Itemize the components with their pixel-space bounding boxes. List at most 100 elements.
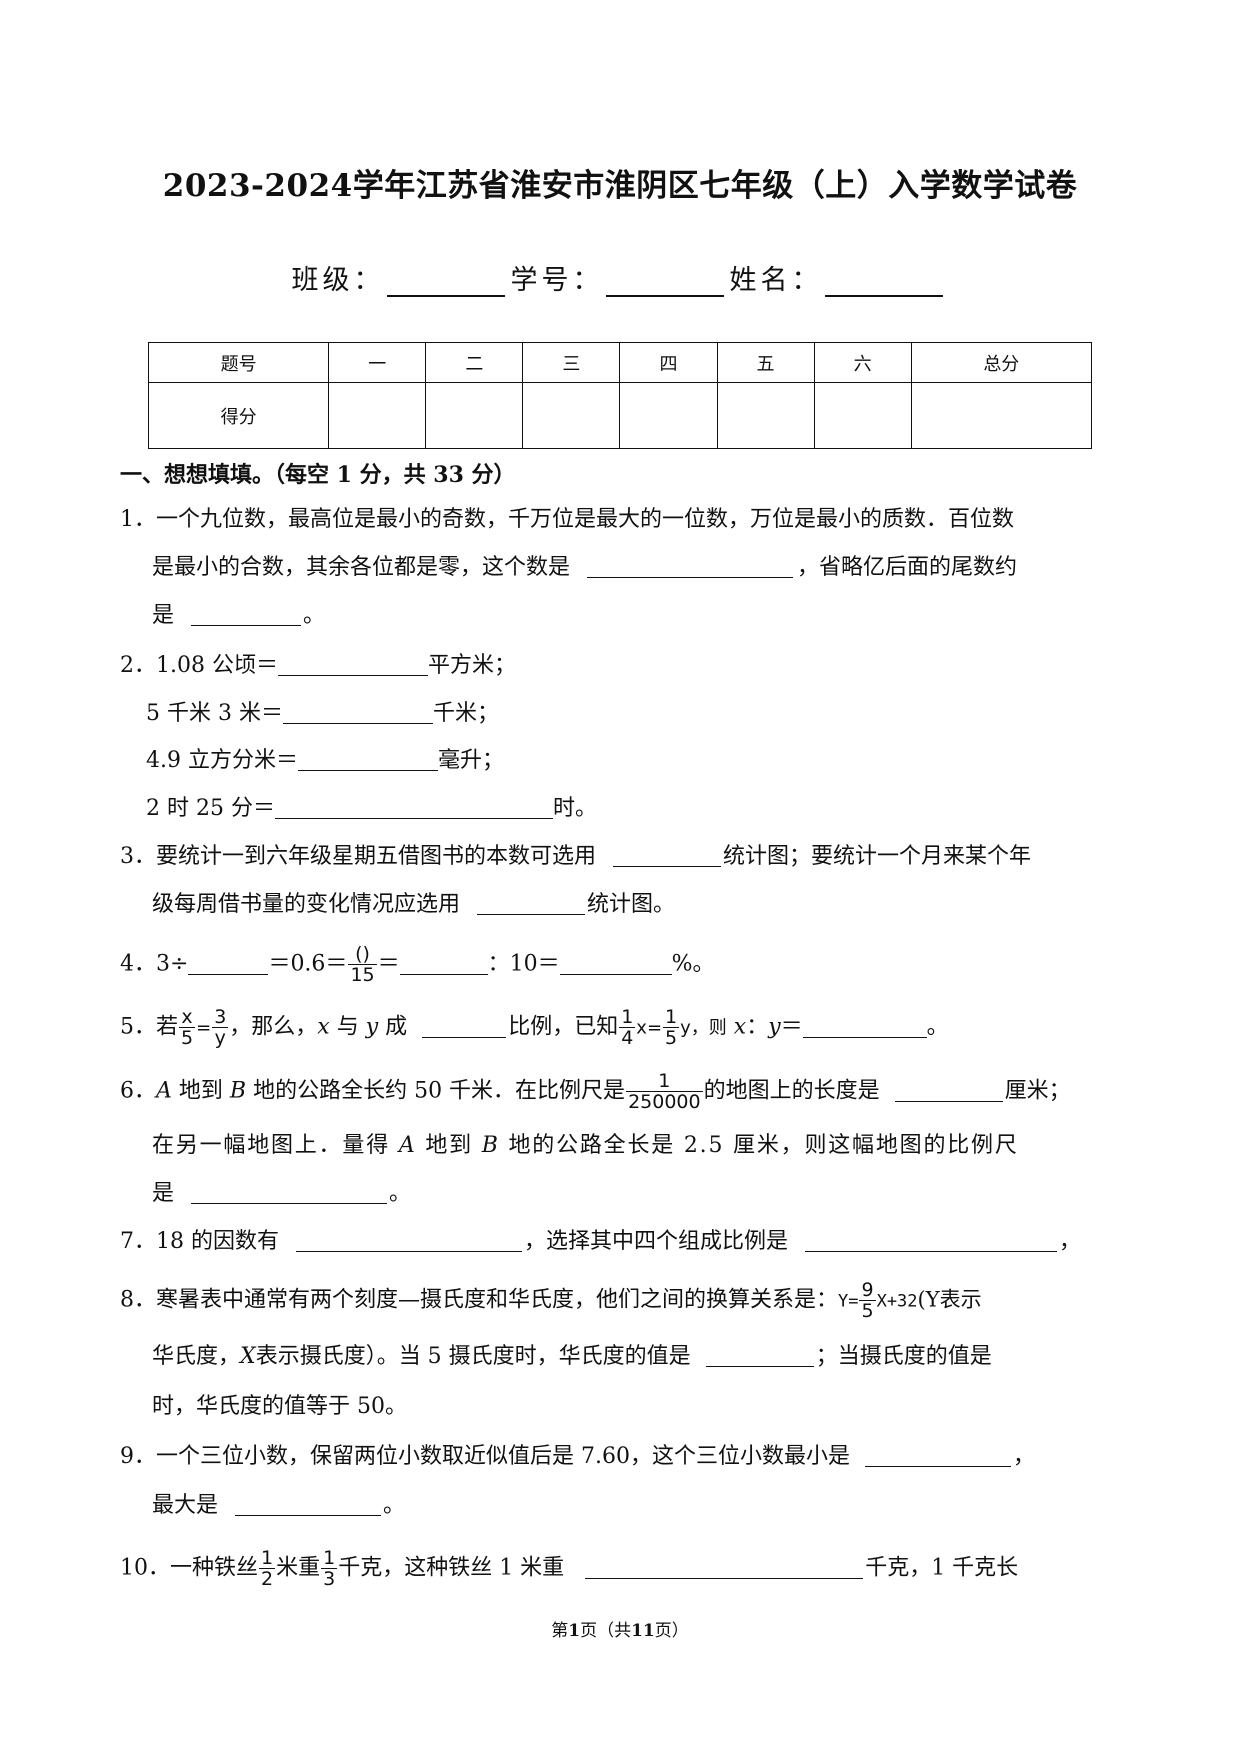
q3-line2: 级每周借书量的变化情况应选用 统计图。 [152, 890, 675, 920]
score-cell[interactable] [425, 382, 524, 449]
q2-blank-b[interactable] [282, 699, 433, 724]
q6-var: A [156, 1078, 172, 1104]
fraction-denominator: 2 [261, 1568, 274, 1590]
q1-blank-1[interactable] [587, 553, 794, 578]
fraction-numerator: 1 [259, 1547, 276, 1569]
q9-text: 最大是 [152, 1493, 219, 1518]
name-blank[interactable] [824, 269, 943, 297]
q4-text: 4．3÷ [120, 951, 189, 977]
q8-line2: 华氏度，X表示摄氏度）。当 5 摄氏度时，华氏度的值是 ；当摄氏度的值是 [152, 1342, 992, 1372]
q5-blank-1[interactable] [422, 1013, 507, 1038]
fraction-denominator: 4 [621, 1027, 634, 1049]
q4-blank-2[interactable] [399, 950, 488, 975]
score-header-cell: 二 [425, 342, 524, 383]
score-cell[interactable] [910, 382, 1093, 449]
q8-blank-1[interactable] [705, 1342, 814, 1367]
q6-text: 厘米； [1004, 1078, 1071, 1104]
score-header-cell: 题号 [147, 342, 330, 383]
q7-blank-2[interactable] [805, 1227, 1058, 1252]
q6-text: 地的公路全长是 2.5 厘米，则这幅地图的比例尺 [508, 1133, 1019, 1158]
q5-var: x [733, 1014, 747, 1040]
q2-line-a: 2．1.08 公顷＝ 平方米； [120, 651, 516, 681]
q2-text: 平方米； [427, 653, 516, 678]
q2-text: 2．1.08 公顷＝ [120, 653, 278, 678]
q5-text: ，那么， [229, 1014, 318, 1040]
q8-text: 表示摄氏度）。当 5 摄氏度时，华氏度的值是 [255, 1344, 691, 1369]
footer-text: 页（共 [580, 1621, 632, 1641]
q2-blank-c[interactable] [297, 746, 438, 771]
q7-text: 7．18 的因数有 [120, 1229, 279, 1254]
score-cell[interactable] [619, 382, 718, 449]
class-blank[interactable] [386, 269, 505, 297]
q9-blank-1[interactable] [864, 1442, 1011, 1467]
q6-text: 地到 [425, 1133, 473, 1158]
q9-text: 。 [383, 1493, 406, 1518]
q5-var: y [768, 1014, 781, 1040]
q8-text: 8．寒暑表中通常有两个刻度—摄氏度和华氏度，他们之间的换算关系是： [120, 1287, 838, 1313]
q4-line: 4．3÷＝0.6＝()15＝：10＝%。 [120, 944, 715, 985]
score-header-cell: 五 [716, 342, 815, 383]
fraction-denominator: 3 [323, 1568, 336, 1590]
footer-text: 页） [654, 1621, 689, 1641]
score-cell[interactable] [522, 382, 621, 449]
q8-text: ；当摄氏度的值是 [815, 1344, 992, 1369]
q1-line1: 1．一个九位数，最高位是最小的奇数，千万位是最大的一位数，万位是最小的质数．百位… [120, 507, 1015, 532]
q2-text: 千米； [432, 701, 499, 726]
fraction-numerator: x [179, 1007, 196, 1028]
q3-text: 3．要统计一到六年级星期五借图书的本数可选用 [120, 844, 596, 869]
q6-blank-2[interactable] [191, 1179, 388, 1204]
fraction-denominator: y [214, 1027, 226, 1049]
q6-text: 地到 [178, 1078, 223, 1104]
q5-blank-2[interactable] [802, 1013, 927, 1038]
q6-var: B [229, 1078, 247, 1104]
q8-text: (Y表示 [917, 1287, 982, 1312]
fraction-denominator: 5 [861, 1300, 874, 1322]
q6-text: 是 [152, 1181, 175, 1206]
q9-blank-2[interactable] [235, 1491, 382, 1516]
q3-blank-2[interactable] [477, 890, 586, 915]
q5-text: ： [746, 1014, 769, 1040]
score-cell[interactable] [328, 382, 427, 449]
q4-text: ：10＝ [487, 951, 560, 977]
q10-text: 10．一种铁丝 [120, 1555, 258, 1581]
page-footer: 第1页（共11页） [0, 1616, 1240, 1641]
q4-blank-1[interactable] [188, 950, 269, 975]
q1-line3: 是 。 [152, 601, 325, 631]
q2-line-c: 4.9 立方分米＝毫升； [146, 746, 504, 776]
q5-text: 比例，已知 [508, 1014, 619, 1040]
fraction-numerator: 1 [626, 1071, 703, 1092]
page-total: 11 [631, 1621, 655, 1641]
q9-text: 9．一个三位小数，保留两位小数取近似值后是 7.60，这个三位小数最小是 [120, 1444, 850, 1469]
q2-text: 时。 [552, 796, 597, 821]
score-cell[interactable] [716, 382, 815, 449]
q10-blank-1[interactable] [585, 1554, 864, 1579]
q6-blank-1[interactable] [894, 1077, 1003, 1102]
q10-text: 千克，这种铁丝 1 米重 [338, 1555, 565, 1581]
q4-blank-3[interactable] [559, 950, 672, 975]
score-cell[interactable] [813, 382, 912, 449]
q6-text: 在另一幅地图上．量得 [152, 1133, 391, 1158]
q8-formula: X+32 [876, 1291, 918, 1312]
q2-blank-a[interactable] [277, 651, 428, 676]
q7-text: ， [1059, 1229, 1082, 1254]
score-header-row: 题号 一 二 三 四 五 六 总分 [147, 342, 1093, 383]
q4-text: %。 [671, 951, 715, 977]
q7-blank-1[interactable] [296, 1227, 522, 1252]
q4-text: ＝ [377, 951, 400, 977]
q6-var: A [398, 1133, 417, 1158]
class-label: 班级： [291, 265, 385, 296]
fraction-denominator: 15 [350, 964, 375, 986]
id-blank[interactable] [605, 269, 724, 297]
q1-blank-2[interactable] [191, 601, 302, 626]
q2-blank-d[interactable] [274, 794, 553, 819]
q9-text: ， [1012, 1444, 1035, 1469]
q1-text: ，省略亿后面的尾数约 [797, 555, 1018, 580]
score-header-cell: 总分 [910, 342, 1093, 383]
q3-blank-1[interactable] [613, 842, 721, 867]
